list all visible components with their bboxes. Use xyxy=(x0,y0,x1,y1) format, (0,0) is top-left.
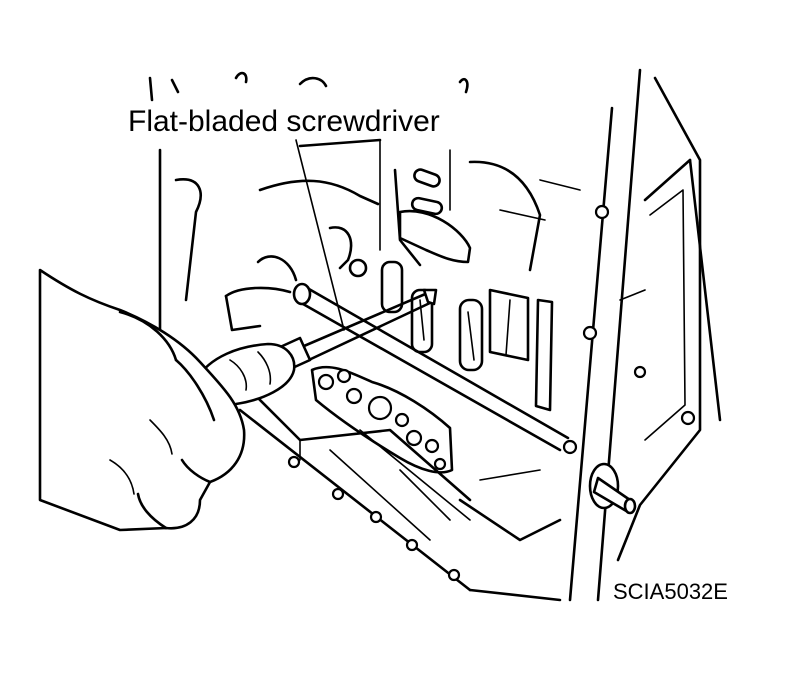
port-slot xyxy=(410,196,444,216)
plate-hole xyxy=(433,457,447,471)
bolt-hole xyxy=(633,365,647,379)
case-frame xyxy=(562,68,722,602)
port-slot xyxy=(488,288,530,362)
port-slot xyxy=(534,298,554,412)
figure-code: SCIA5032E xyxy=(613,579,728,604)
bolt-hole xyxy=(287,455,301,469)
port-slot xyxy=(380,260,404,314)
bolt-hole xyxy=(405,538,419,552)
plate-hole xyxy=(405,429,423,447)
valve-body-ports xyxy=(380,168,554,412)
bolt-hole xyxy=(680,410,696,426)
pin-head xyxy=(348,258,368,278)
bolt-hole xyxy=(562,439,578,455)
plate-hole xyxy=(424,438,440,454)
oil-pan-flange xyxy=(238,388,562,602)
port-slot xyxy=(398,209,472,264)
plate-hole xyxy=(336,368,352,384)
callout-label: Flat-bladed screwdriver xyxy=(128,105,440,138)
bolt-hole xyxy=(582,325,598,341)
bolt-hole xyxy=(447,568,461,582)
manual-shaft xyxy=(588,462,637,515)
bolt-hole xyxy=(369,510,383,524)
pin-end xyxy=(292,282,312,306)
plate-hole xyxy=(345,387,363,405)
bolt-hole xyxy=(331,487,345,501)
retaining-pin xyxy=(224,226,570,452)
hand xyxy=(38,268,246,532)
plate-hole xyxy=(394,412,410,428)
leader-line xyxy=(295,139,345,331)
detent-plate xyxy=(310,365,454,474)
plate-hole xyxy=(317,373,335,391)
bolt-hole xyxy=(594,204,610,220)
plate-hole xyxy=(367,395,393,421)
port-slot xyxy=(413,168,441,188)
